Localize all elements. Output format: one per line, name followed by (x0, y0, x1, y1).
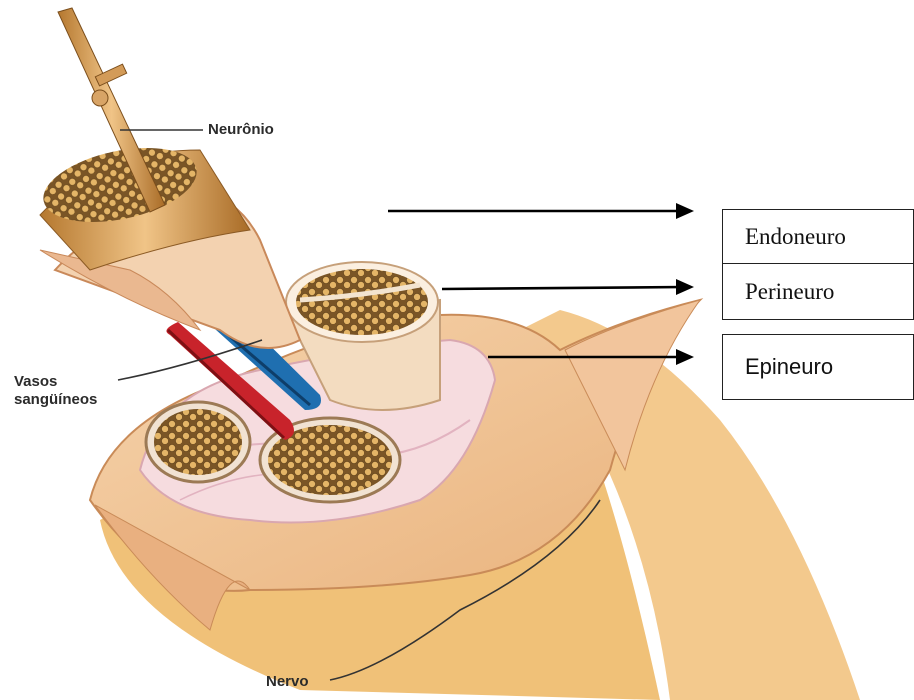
label-vasos: Vasos sangüíneos (14, 373, 97, 409)
box-endoneuro-text: Endoneuro (745, 224, 846, 250)
label-neuronio: Neurônio (208, 121, 274, 139)
box-epineuro-text: Epineuro (745, 354, 833, 380)
label-vasos-line2: sangüíneos (14, 391, 97, 409)
fascicle-left (146, 402, 250, 482)
label-nervo: Nervo (266, 673, 309, 691)
label-vasos-line1: Vasos (14, 373, 97, 391)
box-perineuro-text: Perineuro (745, 279, 834, 305)
box-perineuro: Perineuro (722, 263, 914, 320)
box-epineuro: Epineuro (722, 334, 914, 400)
box-endoneuro: Endoneuro (722, 209, 914, 264)
